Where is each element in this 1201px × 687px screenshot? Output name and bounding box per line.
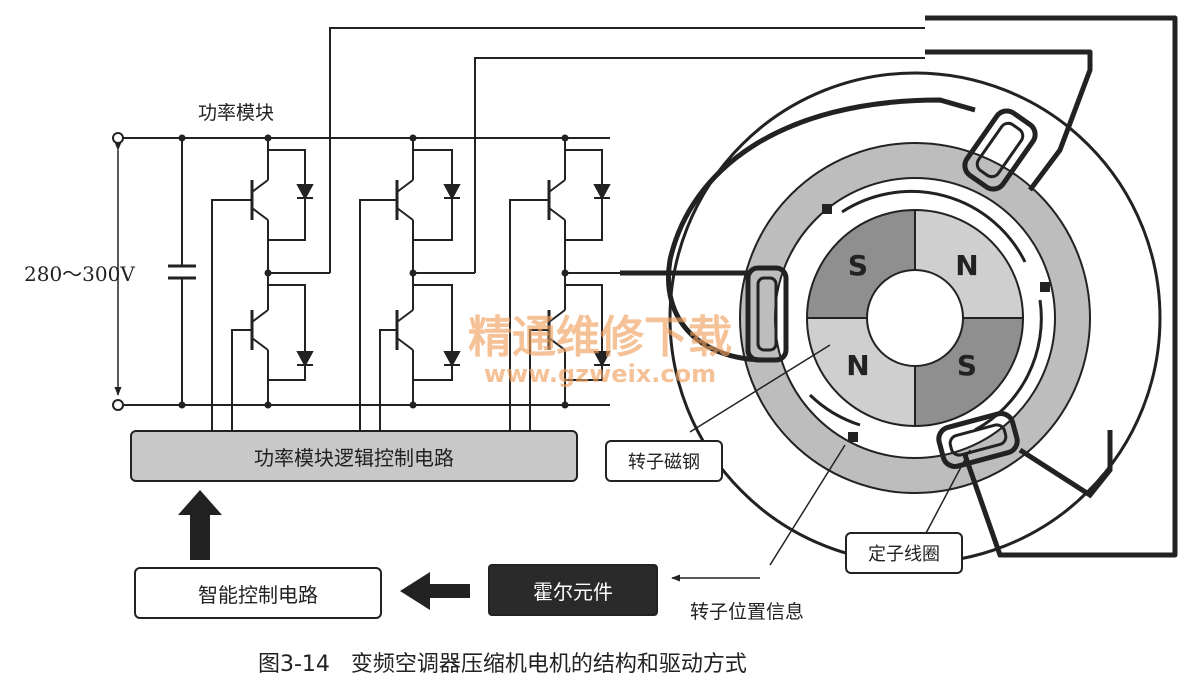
left-arrow [400,572,470,610]
rotor-position-label: 转子位置信息 [690,601,805,623]
smart-control-box: 智能控制电路 [134,567,382,619]
up-arrow [178,490,222,560]
dc-bus [112,132,610,411]
figure-caption: 图3-14 变频空调器压缩机电机的结构和驱动方式 [258,652,747,677]
pole-sw: N [846,349,869,382]
power-module-label: 功率模块 [198,102,275,124]
pole-se: S [957,349,977,382]
stator-coil-label: 定子线圈 [845,532,963,574]
inverter-leg-w [509,138,625,430]
pole-nw: S [848,249,868,282]
logic-control-box: 功率模块逻辑控制电路 [130,430,578,482]
rotor-magnet-label: 转子磁钢 [605,440,723,482]
hall-element-box: 霍尔元件 [488,564,658,616]
bus-junctions [178,134,569,409]
pointer-lines [689,344,971,566]
stator-coils [620,15,1178,558]
rotor: S N S N [805,208,1025,428]
watermark-title: 精通维修下载 [468,312,732,363]
inverter-leg-v [359,57,925,430]
pole-ne: N [955,249,978,282]
watermark-url: www.gzweix.com [484,360,716,388]
inverter-leg-u [211,27,925,430]
voltage-label: 280～300V [24,262,135,286]
